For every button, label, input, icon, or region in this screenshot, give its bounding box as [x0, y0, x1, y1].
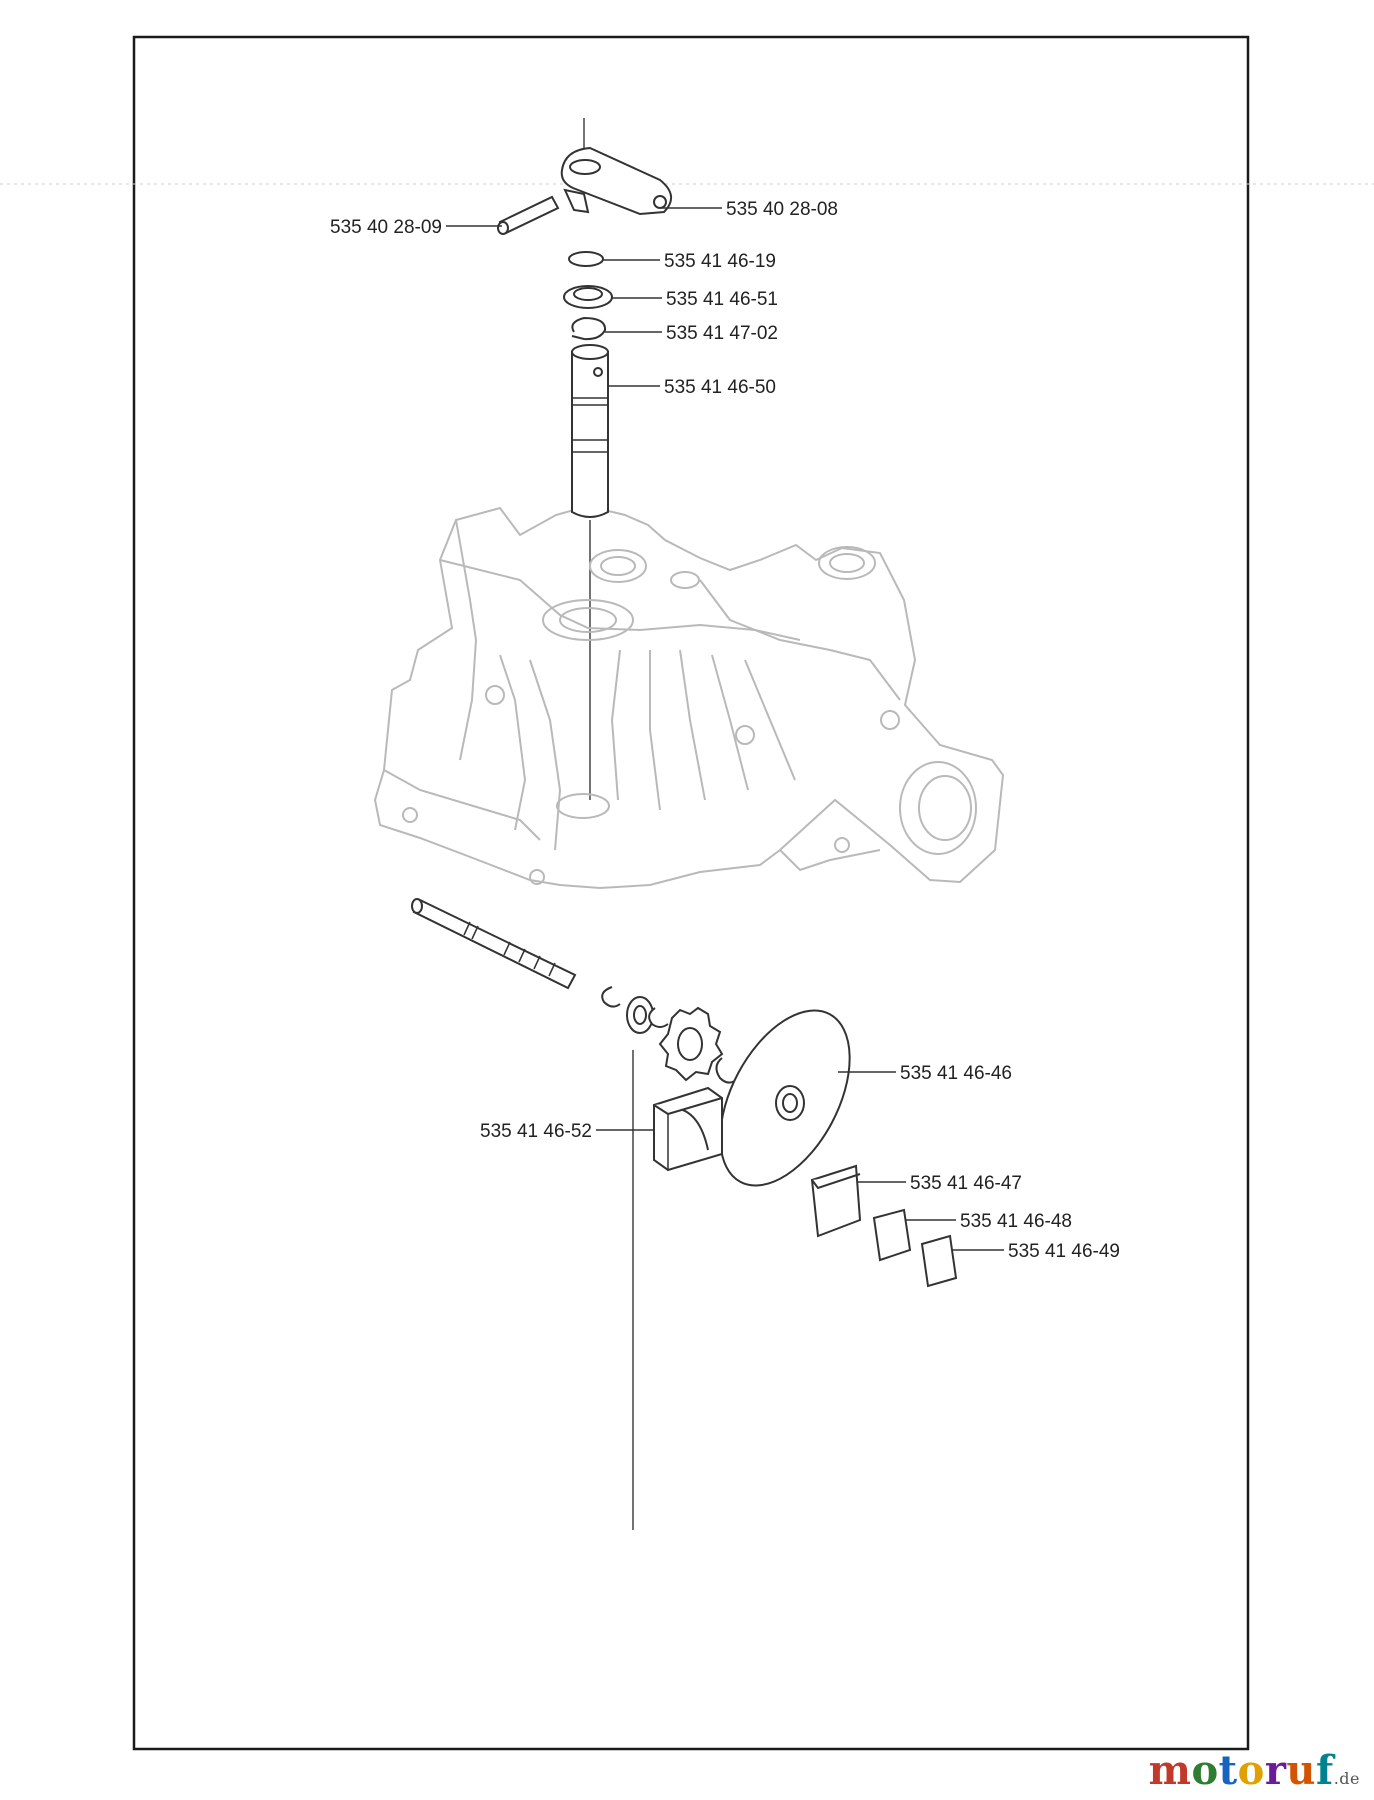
retaining-ring-part [568, 251, 604, 267]
upper-housing-illustration [373, 504, 1005, 890]
wm-letter-m: m [1148, 1747, 1192, 1794]
wm-letter-t: t [1218, 1747, 1238, 1794]
motoruf-watermark: motoruf.de [1149, 1747, 1360, 1794]
c-clip-2 [648, 1007, 669, 1028]
wm-letter-o2: o [1237, 1747, 1265, 1794]
brake-pad-part [810, 1164, 862, 1238]
label-pin: 535 40 28-09 [330, 217, 442, 238]
c-clip-1 [601, 986, 621, 1008]
label-snap-ring: 535 41 47-02 [666, 323, 778, 344]
label-control-shaft: 535 41 46-50 [664, 377, 776, 398]
snap-ring-part [571, 316, 607, 341]
wm-letter-f: f [1315, 1747, 1334, 1794]
pin-part [497, 195, 560, 235]
bushing-part [626, 996, 654, 1034]
plate-part [872, 1208, 912, 1262]
wm-letter-o: o [1191, 1747, 1219, 1794]
brake-puck-part [653, 1086, 723, 1172]
input-shaft-part [411, 898, 577, 990]
page-frame [132, 35, 1250, 1751]
label-disc: 535 41 46-46 [900, 1063, 1012, 1084]
label-seal: 535 41 46-51 [666, 289, 778, 310]
label-shim: 535 41 46-49 [1008, 1241, 1120, 1262]
label-plate: 535 41 46-48 [960, 1211, 1072, 1232]
wm-letter-r: r [1264, 1747, 1287, 1794]
label-brake-puck: 535 41 46-52 [480, 1121, 592, 1142]
label-brake-pad: 535 41 46-47 [910, 1173, 1022, 1194]
c-clip-3 [715, 1057, 737, 1084]
seal-part [563, 285, 613, 309]
pinion-gear-part [658, 1006, 724, 1082]
control-shaft-part [571, 344, 609, 518]
disc-part [719, 1009, 851, 1187]
wm-letter-u: u [1286, 1747, 1316, 1794]
label-shift-arm: 535 40 28-08 [726, 199, 838, 220]
label-retaining-ring: 535 41 46-19 [664, 251, 776, 272]
shift-arm-part [560, 146, 672, 216]
wm-tld: .de [1333, 1769, 1360, 1788]
shim-part [920, 1234, 958, 1288]
